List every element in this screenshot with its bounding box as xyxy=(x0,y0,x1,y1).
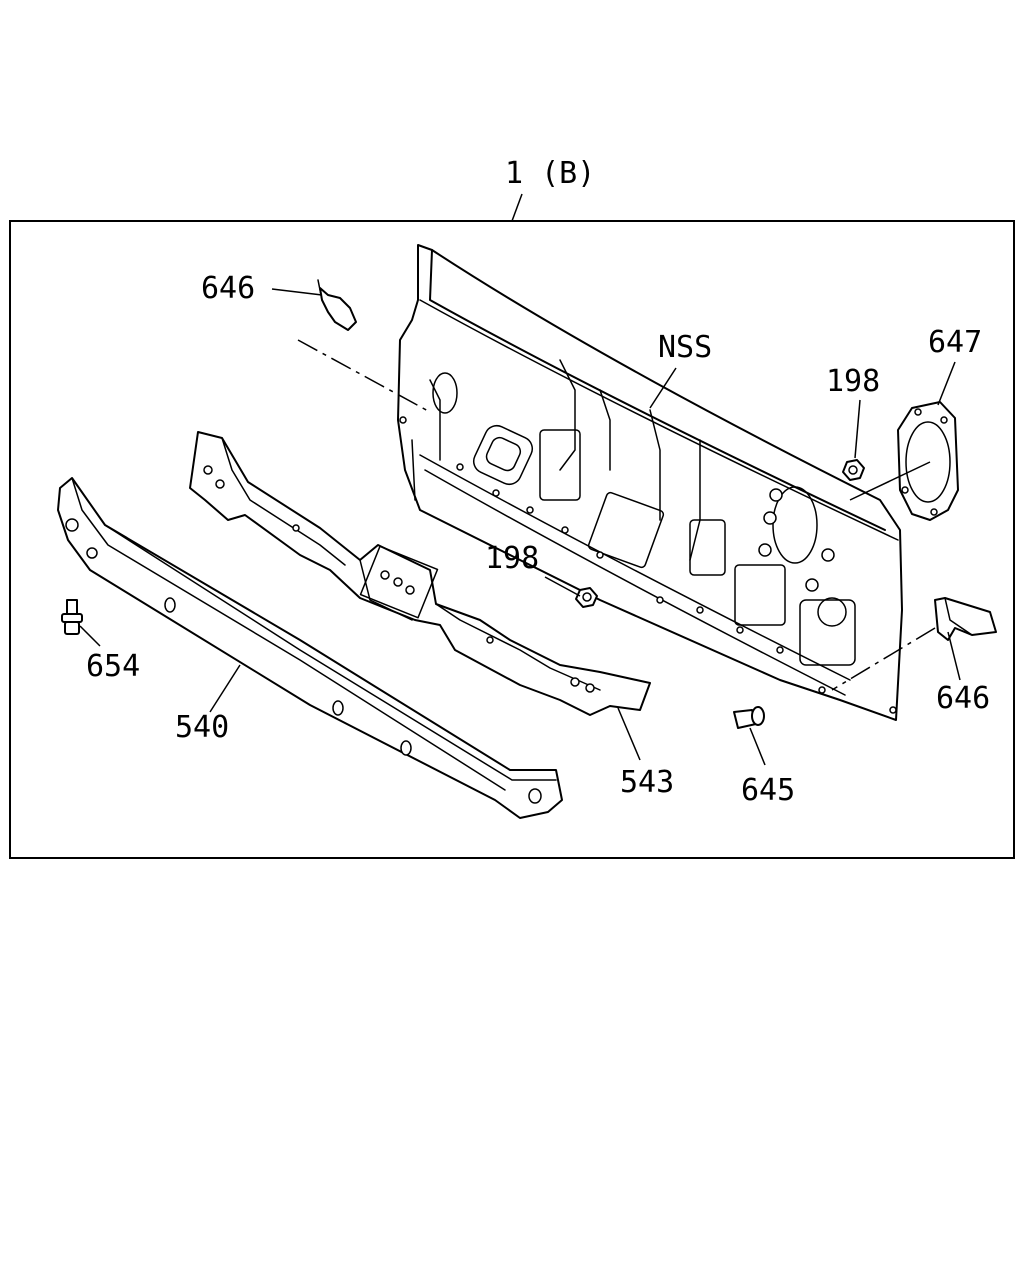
bolt-645 xyxy=(733,706,765,729)
label-543: 543 xyxy=(620,765,674,800)
guide-line-left xyxy=(297,339,431,413)
leader-nss xyxy=(649,367,677,409)
label-nss: NSS xyxy=(658,330,712,365)
label-645: 645 xyxy=(741,773,795,808)
leader-198-mid xyxy=(544,576,581,597)
group-label: 1 (B) xyxy=(505,156,595,191)
leader-543 xyxy=(617,707,641,761)
leader-540 xyxy=(209,664,241,713)
label-654: 654 xyxy=(86,649,140,684)
leader-646-right xyxy=(947,631,961,681)
leader-654 xyxy=(79,625,101,647)
leader-645 xyxy=(749,727,766,766)
guide-line-right xyxy=(831,627,936,691)
label-540: 540 xyxy=(175,710,229,745)
label-647: 647 xyxy=(928,325,982,360)
gasket-647 xyxy=(897,401,959,521)
cross-member-540 xyxy=(57,477,563,819)
group-frame xyxy=(9,220,1015,859)
clip-654 xyxy=(61,599,83,635)
nut-198-mid xyxy=(575,587,598,608)
bracket-646-top xyxy=(317,279,357,331)
label-646-top: 646 xyxy=(201,271,255,306)
label-198-top: 198 xyxy=(826,364,880,399)
nut-198-top xyxy=(842,459,865,481)
group-leader xyxy=(511,193,523,222)
main-panel-nss xyxy=(397,244,903,721)
bracket-646-right xyxy=(934,597,997,641)
label-646-right: 646 xyxy=(936,681,990,716)
reinforcement-543 xyxy=(189,431,651,716)
label-198-mid: 198 xyxy=(485,541,539,576)
leader-647-b xyxy=(849,461,931,501)
leader-647-a xyxy=(937,361,956,406)
leader-646-top xyxy=(271,288,323,296)
leader-198-top xyxy=(854,399,861,459)
